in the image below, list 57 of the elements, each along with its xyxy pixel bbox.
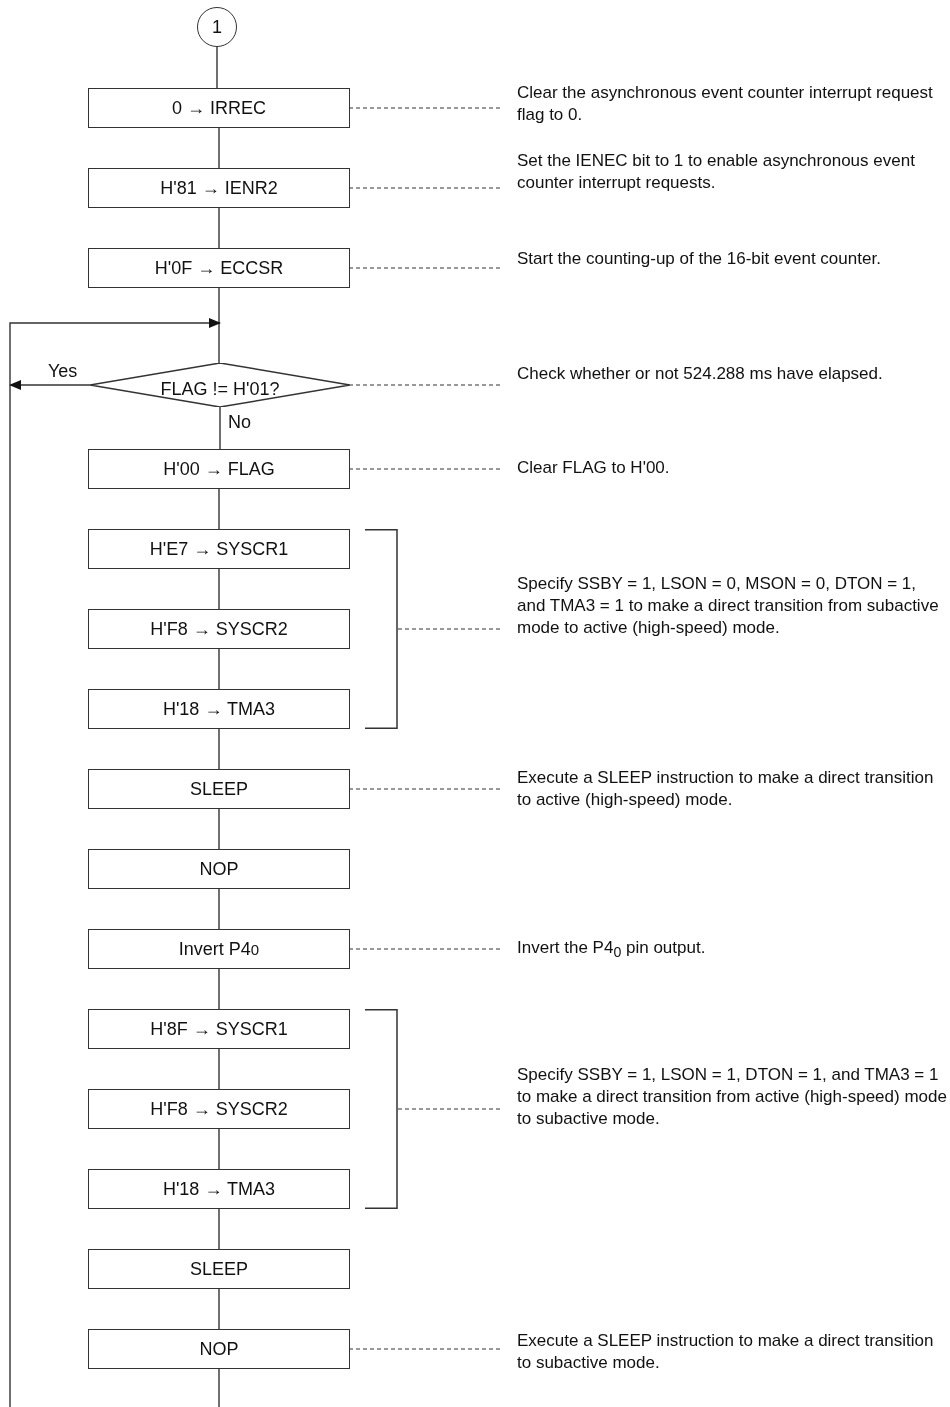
leader-line	[349, 468, 501, 470]
comment-text: Execute a SLEEP instruction to make a direct transition to active (high-speed) mode.	[500, 767, 949, 811]
flow-line	[218, 728, 220, 770]
process-box: NOP	[88, 1329, 350, 1369]
comment-text: Execute a SLEEP instruction to make a direct transition to subactive mode.	[500, 1330, 949, 1374]
flow-line	[218, 648, 220, 690]
leader-line	[397, 1108, 501, 1110]
process-box: 0 → IRREC	[88, 88, 350, 128]
leader-line	[349, 267, 501, 269]
process-box: H'E7 → SYSCR1	[88, 529, 350, 569]
connector-circle: 1	[197, 7, 237, 47]
flow-line	[218, 1208, 220, 1250]
flow-line	[218, 808, 220, 850]
leader-line	[349, 187, 501, 189]
bracket	[365, 529, 398, 729]
leader-line	[349, 107, 501, 109]
process-box: H'81 → IENR2	[88, 168, 350, 208]
comment-text: Start the counting-up of the 16-bit event counter.	[500, 248, 949, 270]
process-box: H'18 → TMA3	[88, 689, 350, 729]
flow-line	[218, 1368, 220, 1407]
leader-line	[349, 788, 501, 790]
comment-text: Invert the P4$_{0}$ pin output.	[500, 937, 949, 964]
flow-line	[218, 207, 220, 249]
process-box: NOP	[88, 849, 350, 889]
leader-line	[397, 628, 501, 630]
flow-line	[218, 1128, 220, 1170]
flow-line	[218, 287, 220, 364]
bracket	[365, 1009, 398, 1209]
flow-line	[218, 127, 220, 169]
comment-text: Specify SSBY = 1, LSON = 0, MSON = 0, DTON = 1, and TMA3 = 1 to make a direct transition from subactive mode to active (high-speed) mode.	[500, 573, 949, 639]
decision-diamond: FLAG != H'01?	[90, 363, 350, 407]
flow-line	[218, 888, 220, 930]
leader-line	[349, 948, 501, 950]
comment-text: Specify SSBY = 1, LSON = 1, DTON = 1, and TMA3 = 1 to make a direct transition from active (high-speed) mode to subactive mode.	[500, 1064, 949, 1130]
process-box: H'8F → SYSCR1	[88, 1009, 350, 1049]
comment-text: Set the IENEC bit to 1 to enable asynchronous event counter interrupt requests.	[500, 150, 949, 194]
comment-text: Check whether or not 524.288 ms have elapsed.	[500, 363, 949, 385]
arrow	[9, 380, 91, 390]
flow-line	[218, 568, 220, 610]
leader-line	[349, 384, 501, 386]
process-box: SLEEP	[88, 769, 350, 809]
leader-line	[349, 1348, 501, 1350]
flow-line	[218, 488, 220, 530]
process-box: H'F8 → SYSCR2	[88, 1089, 350, 1129]
process-box: H'0F → ECCSR	[88, 248, 350, 288]
comment-text: Clear FLAG to H'00.	[500, 457, 949, 479]
process-box: SLEEP	[88, 1249, 350, 1289]
process-box: H'00 → FLAG	[88, 449, 350, 489]
flow-line	[218, 968, 220, 1010]
flow-line	[219, 406, 221, 450]
flow-line	[218, 1288, 220, 1330]
process-box: H'18 → TMA3	[88, 1169, 350, 1209]
arrow	[9, 318, 221, 1407]
process-box: H'F8 → SYSCR2	[88, 609, 350, 649]
flow-line	[218, 1048, 220, 1090]
flow-line	[216, 46, 218, 89]
comment-text: Clear the asynchronous event counter interrupt request flag to 0.	[500, 82, 949, 126]
